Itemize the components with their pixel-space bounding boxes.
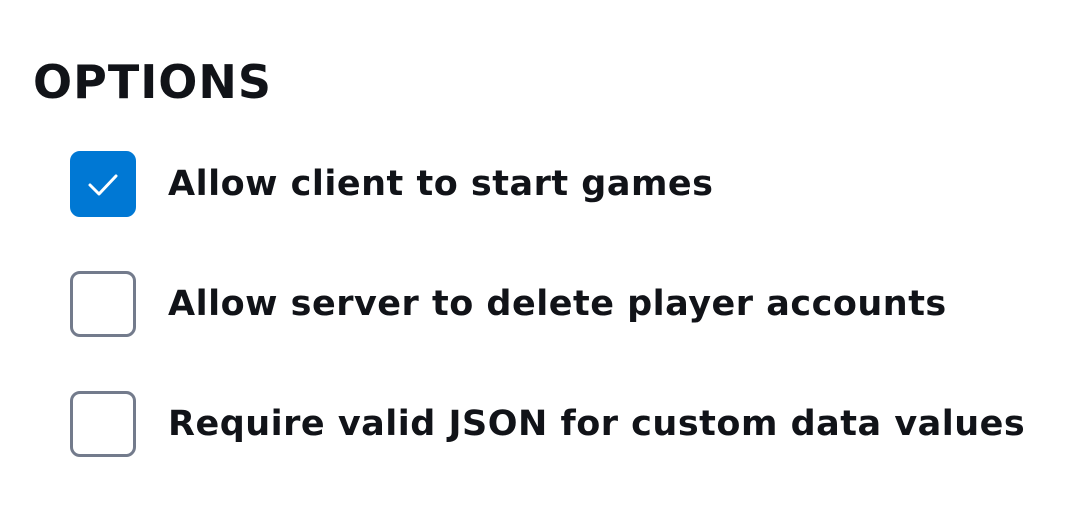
option-label: Require valid JSON for custom data value… (168, 404, 1026, 444)
checkbox-allow-client-start-games[interactable] (70, 151, 136, 217)
option-allow-server-delete-accounts[interactable]: Allow server to delete player accounts (70, 271, 1050, 337)
option-label: Allow server to delete player accounts (168, 284, 947, 324)
option-require-valid-json[interactable]: Require valid JSON for custom data value… (70, 391, 1050, 457)
option-label: Allow client to start games (168, 164, 714, 204)
checkbox-allow-server-delete-accounts[interactable] (70, 271, 136, 337)
checkmark-icon (88, 174, 118, 196)
option-allow-client-start-games[interactable]: Allow client to start games (70, 151, 1050, 217)
options-list: Allow client to start games Allow server… (70, 151, 1050, 511)
options-heading: OPTIONS (33, 55, 273, 109)
checkbox-require-valid-json[interactable] (70, 391, 136, 457)
